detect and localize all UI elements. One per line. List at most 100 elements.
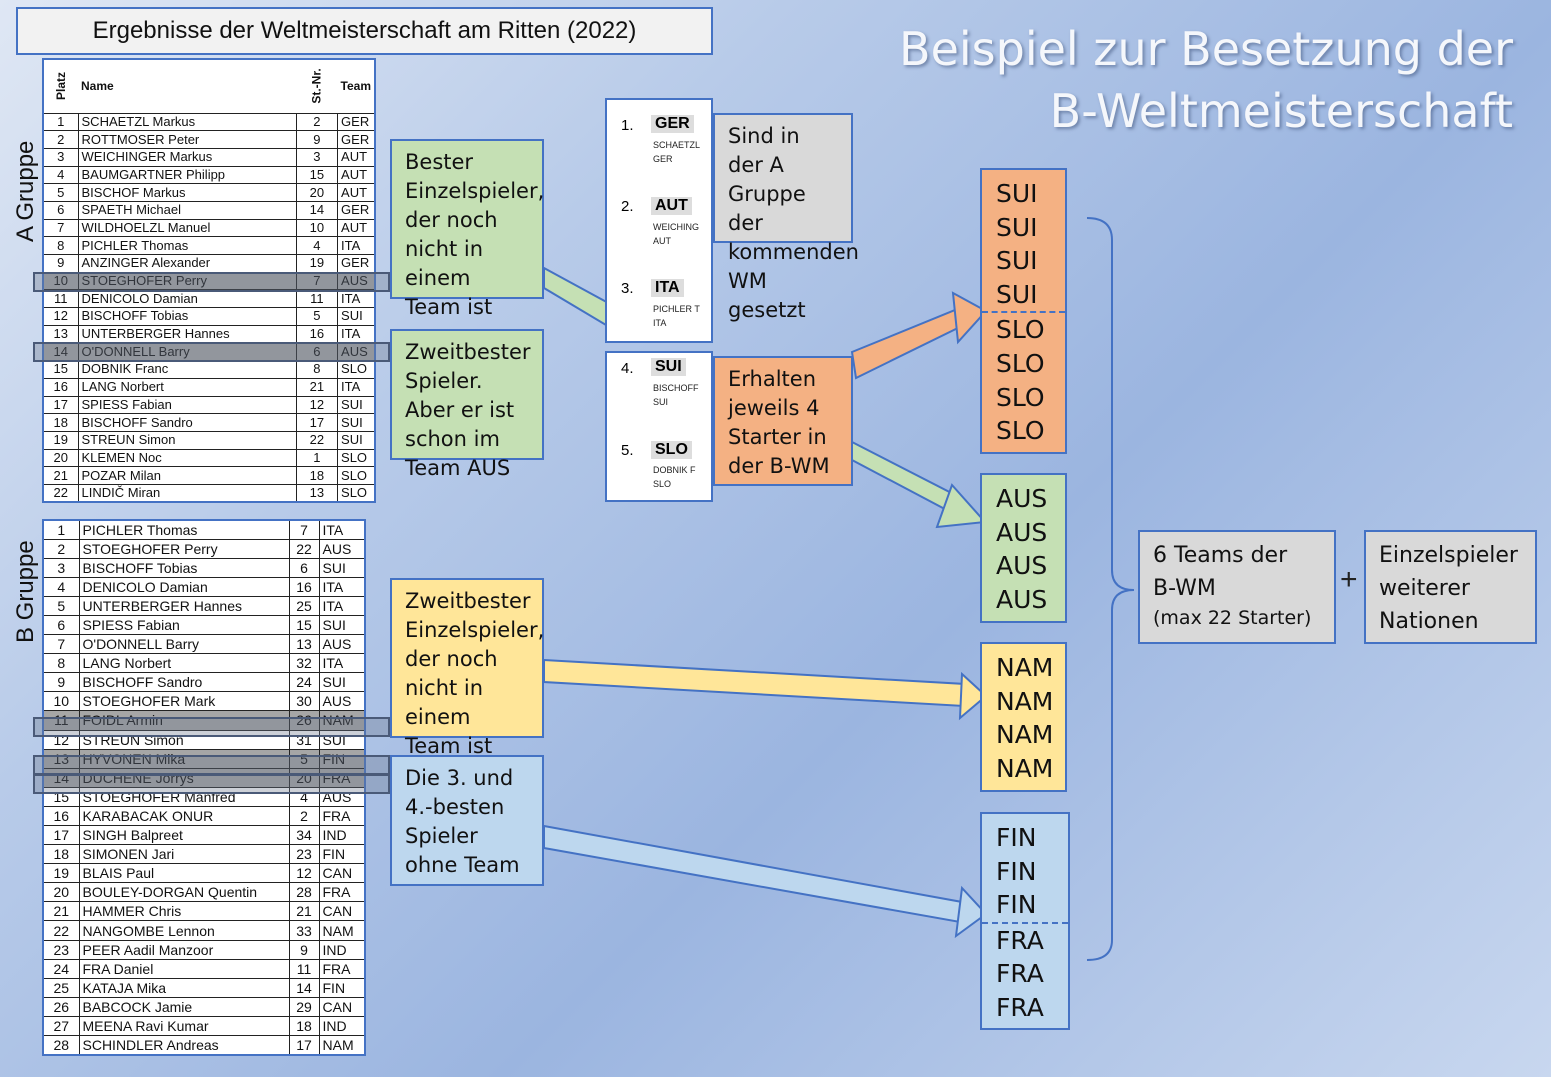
summary-teams-line1: 6 Teams der [1153,543,1288,568]
cell-name: PEER Aadil Manzoor [78,939,290,960]
cell-team: AUS [318,691,366,712]
cell-platz: 10 [42,271,79,291]
cell-startnr: 6 [288,557,320,578]
cell-name: BISCHOF Markus [77,183,297,202]
cell-team: SLO [337,448,376,468]
cell-team: GER [337,112,376,132]
cell-platz: 9 [42,672,80,693]
cell-platz: 13 [42,324,79,344]
cell-team: SLO [337,360,376,379]
note-second-best-aus: Zweitbester Spieler. Aber er ist schon i… [390,329,544,480]
summary-single-line3: Nationen [1379,609,1479,634]
cell-name: MEENA Ravi Kumar [78,1015,290,1037]
cell-team: AUS [337,342,376,362]
divider [982,311,1065,314]
cell-name: DENICOLO Damian [77,289,297,309]
cell-startnr: 15 [288,614,320,636]
cell-team: FRA [318,958,366,979]
cell-startnr: 16 [295,324,339,344]
cell-name: DENICOLO Damian [78,576,290,597]
cell-startnr: 2 [288,805,320,827]
team-box-fin-fra: FIN FIN FIN FRA FRA FRA [980,812,1070,1030]
cell-startnr: 7 [288,519,320,540]
cell-name: KLEMEN Noc [77,448,297,468]
cell-startnr: 16 [288,576,320,597]
cell-team: GER [337,130,376,149]
cell-startnr: 23 [288,844,320,865]
cell-startnr: 25 [288,595,320,616]
cell-platz: 7 [42,218,79,238]
team-box-nam: NAM NAM NAM NAM [980,642,1067,792]
cell-platz: 18 [42,413,79,432]
cell-name: SIMONEN Jari [78,844,290,865]
header-platz: Platz [43,59,79,114]
cell-platz: 16 [42,805,80,827]
plus-sign: + [1340,563,1358,596]
team-sui-1: SUI [996,179,1038,208]
cell-name: BISCHOFF Sandro [77,413,297,432]
chart-title: Ergebnisse der Weltmeisterschaft am Ritt… [16,7,713,55]
cell-startnr: 8 [295,360,339,379]
cell-team: ITA [318,595,366,616]
cell-platz: 4 [42,576,80,597]
rank-2-player: WEICHING [653,222,699,232]
team-slo-1: SLO [996,315,1045,345]
arrow-blue-to-fin [543,824,964,924]
summary-bracket [1086,217,1135,961]
team-aus-3: AUS [996,551,1048,581]
cell-name: O'DONNELL Barry [77,342,297,362]
cell-team: ITA [337,377,376,397]
rank-1-player: SCHAETZL [653,140,701,150]
cell-team: SLO [337,466,376,485]
cell-name: O'DONNELL Barry [78,634,290,655]
arrow-green-to-ranking [543,266,614,327]
cell-startnr: 5 [295,307,339,326]
cell-startnr: 17 [288,1035,320,1056]
cell-name: POZAR Milan [77,466,297,485]
note-third-fourth: Die 3. und 4.-besten Spieler ohne Team [390,755,544,886]
cell-startnr: 24 [288,672,320,693]
cell-platz: 10 [42,691,80,712]
arrow-orange-to-sui [850,306,968,380]
divider [982,921,1068,924]
team-box-aus: AUS AUS AUS AUS [980,473,1067,623]
team-nam-1: NAM [996,653,1054,682]
cell-platz: 12 [42,307,79,326]
cell-platz: 5 [42,595,80,616]
table-a-header: Platz Name St.-Nr. Team [43,59,375,114]
cell-team: NAM [318,920,366,941]
cell-name: ANZINGER Alexander [77,254,297,273]
cell-startnr: 12 [295,395,339,415]
rank-5-code: SLO [651,441,692,459]
cell-team: CAN [318,901,366,922]
team-slo-4: SLO [996,416,1045,446]
cell-name: LANG Norbert [78,653,290,674]
cell-startnr: 13 [295,483,339,503]
cell-platz: 22 [42,920,80,941]
cell-platz: 15 [42,360,79,379]
summary-single-line2: weiterer [1379,576,1470,601]
cell-startnr: 2 [295,112,339,132]
team-fra-3: FRA [996,992,1044,1022]
cell-startnr: 18 [295,466,339,485]
cell-team: FIN [318,844,366,865]
cell-name: DOBNIK Franc [77,360,297,379]
heading-line-1: Beispiel zur Besetzung der [899,22,1513,76]
cell-team: ITA [337,289,376,309]
